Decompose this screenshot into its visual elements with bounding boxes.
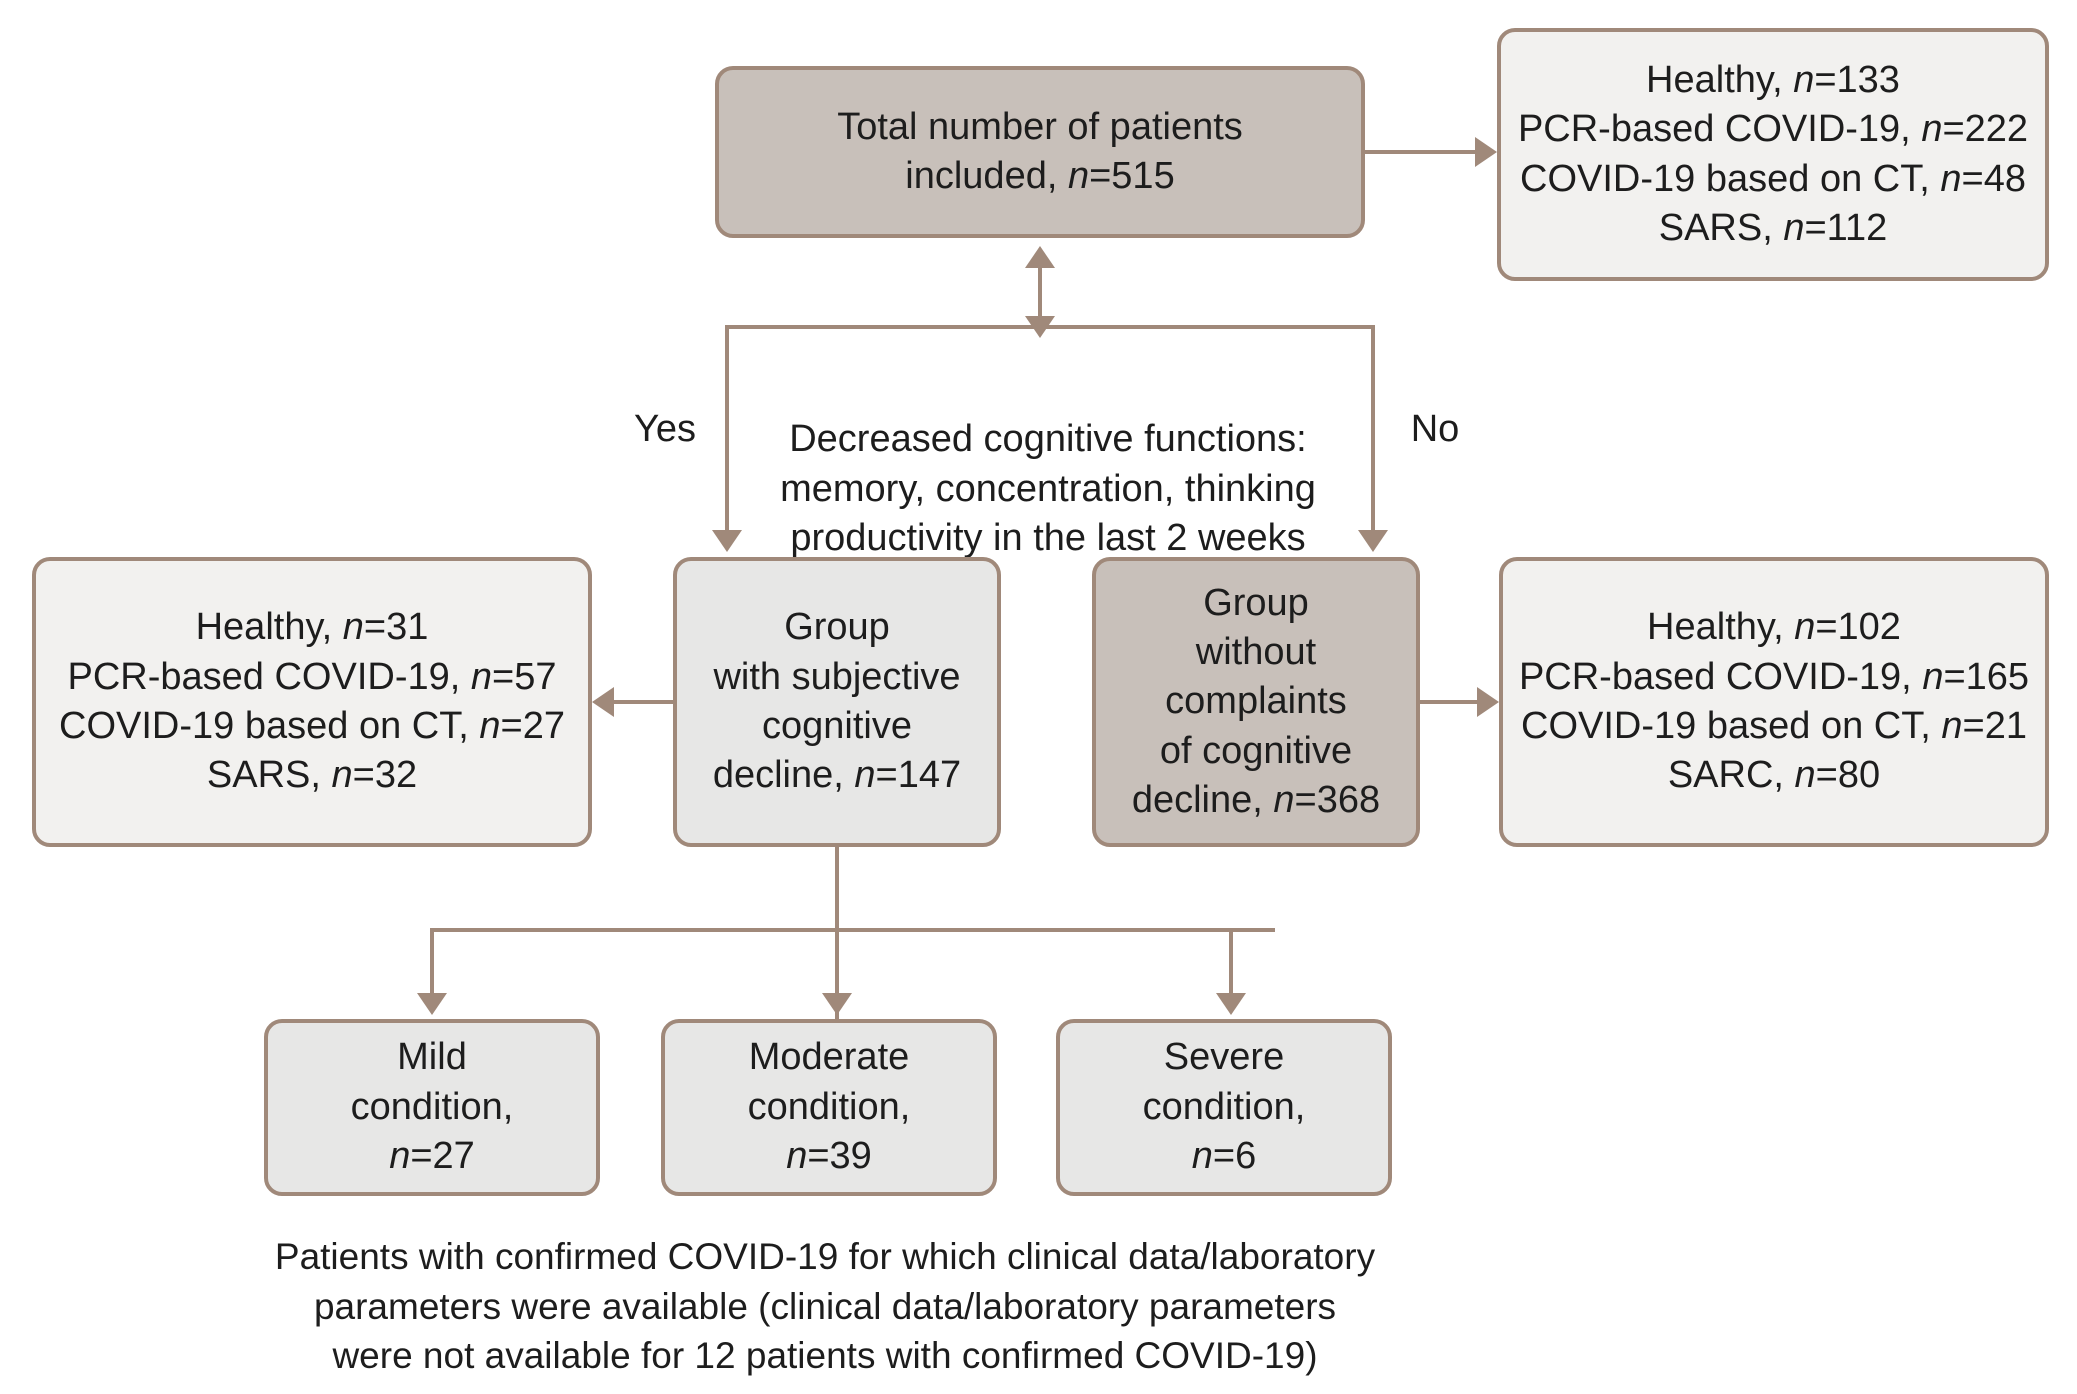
arrowhead-mild [417,993,447,1015]
branch-label-no: No [1410,408,1460,450]
node-total-patients-label: Total number of patients included, n=515 [837,105,1243,197]
node-no-complaints-group-label: Group without complaints of cognitive de… [1131,581,1381,822]
arrowhead-scd-to-breakdown [592,687,614,717]
arrowhead-yes-branch [712,530,742,552]
arrowhead-severe [1216,993,1246,1015]
connector-total-decision [1038,266,1042,318]
node-scd-group[interactable]: Group with subjective cognitive decline,… [673,557,1001,847]
arrowhead-total-to-breakdown [1475,137,1497,167]
node-total-breakdown[interactable]: Healthy, n=133 PCR-based COVID-19, n=222… [1497,28,2049,281]
footnote-text: Patients with confirmed COVID-19 for whi… [274,1236,1376,1377]
node-scd-breakdown[interactable]: Healthy, n=31 PCR-based COVID-19, n=57 C… [32,557,592,847]
node-no-complaints-group[interactable]: Group without complaints of cognitive de… [1092,557,1420,847]
arrowhead-nocomplaints-to-breakdown [1477,687,1499,717]
connector-nocomplaints-to-breakdown [1420,700,1477,704]
connector-severe-branch [1229,928,1233,995]
node-total-breakdown-label: Healthy, n=133 PCR-based COVID-19, n=222… [1517,58,2029,249]
connector-decision-no-branch [1371,325,1375,544]
connector-scd-down-stem [835,847,839,1022]
node-no-complaints-breakdown-label: Healthy, n=102 PCR-based COVID-19, n=165… [1518,606,2030,797]
connector-decision-yes-branch [725,325,729,544]
arrowhead-no-branch [1358,530,1388,552]
connector-total-to-breakdown [1365,150,1475,154]
connector-mild-branch [430,928,434,995]
node-severe-label: Severe condition, n=6 [1142,1036,1306,1178]
node-moderate[interactable]: Moderate condition, n=39 [661,1019,997,1196]
node-total-patients[interactable]: Total number of patients included, n=515 [715,66,1365,238]
connector-scd-to-breakdown [614,700,674,704]
connector-severity-bracket [430,928,1275,932]
arrowhead-decision-to-total [1025,246,1055,268]
decision-question: Decreased cognitive functions: memory, c… [748,366,1348,564]
node-mild[interactable]: Mild condition, n=27 [264,1019,600,1196]
node-severe[interactable]: Severe condition, n=6 [1056,1019,1392,1196]
arrowhead-moderate [822,993,852,1015]
node-mild-label: Mild condition, n=27 [350,1036,514,1178]
node-moderate-label: Moderate condition, n=39 [747,1036,911,1178]
decision-question-label: Decreased cognitive functions: memory, c… [780,418,1316,560]
branch-label-yes: Yes [634,408,696,450]
connector-decision-bracket [725,325,1375,329]
node-no-complaints-breakdown[interactable]: Healthy, n=102 PCR-based COVID-19, n=165… [1499,557,2049,847]
node-scd-group-label: Group with subjective cognitive decline,… [712,606,962,797]
node-scd-breakdown-label: Healthy, n=31 PCR-based COVID-19, n=57 C… [59,606,565,797]
